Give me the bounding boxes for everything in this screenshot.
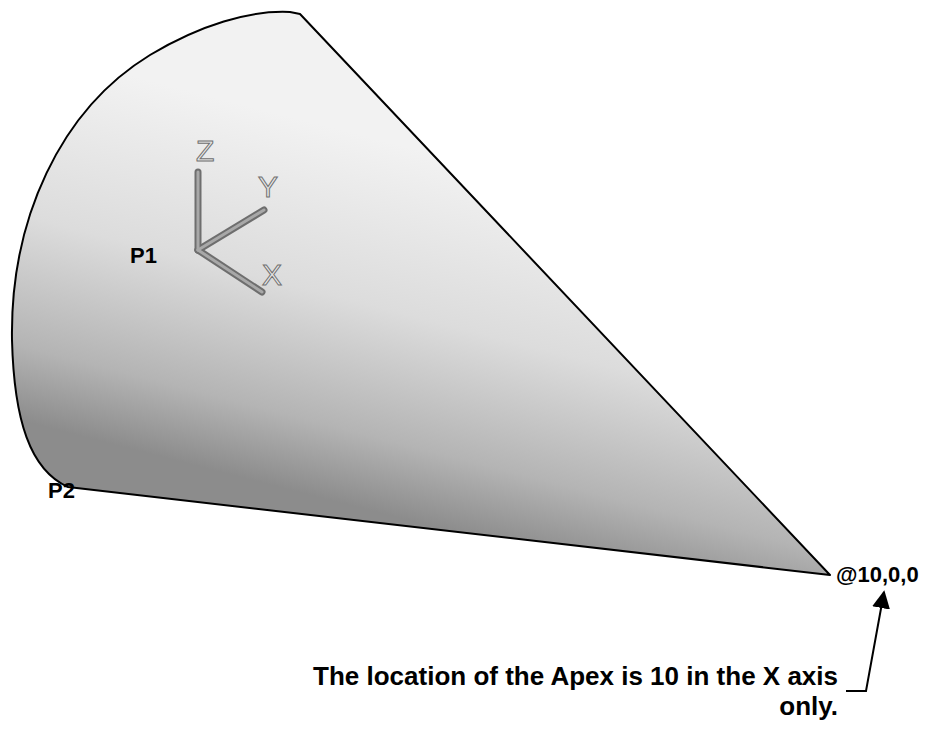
axis-letter: X <box>262 258 282 293</box>
ucs-icon <box>198 172 264 292</box>
coordinate-label: @10,0,0 <box>836 562 919 587</box>
leader-arrow <box>846 592 884 691</box>
axis-letter: Y <box>258 170 278 205</box>
point-label: P1 <box>130 243 157 268</box>
axis-letter: Z <box>196 134 214 169</box>
point-label: P2 <box>48 478 75 503</box>
cone-body <box>12 12 830 575</box>
note-text: The location of the Apex is 10 in the X … <box>278 662 838 722</box>
